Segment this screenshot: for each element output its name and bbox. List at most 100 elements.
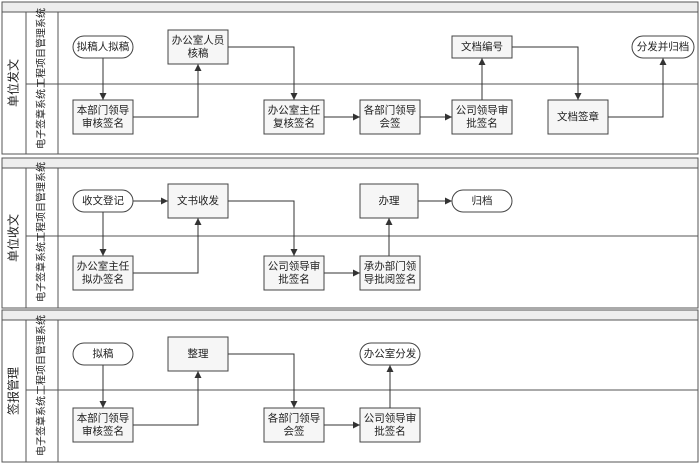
- process-box: [167, 336, 229, 372]
- process-box: [263, 255, 325, 291]
- process-box: [547, 99, 609, 135]
- node-label: 分发并归档: [637, 40, 690, 53]
- node-label: 批签名: [374, 425, 406, 438]
- process-box: [359, 255, 421, 291]
- lane-label: 工程项目管理系统: [35, 162, 48, 242]
- flow-arrow: [512, 46, 582, 100]
- terminal-shape: [72, 35, 134, 59]
- process-box: [451, 35, 513, 59]
- terminal-node: 拟稿人拟稿: [72, 35, 134, 59]
- node-label: 文书收发: [177, 194, 219, 207]
- node-label: 收文登记: [82, 194, 124, 207]
- pool-frame: [1, 319, 699, 463]
- node-label: 公司领导审: [268, 260, 321, 273]
- node-label: 批签名: [466, 117, 498, 130]
- process-box: [359, 407, 421, 443]
- process-box: [451, 99, 513, 135]
- node-label: 承办部门领: [364, 260, 417, 273]
- process-box: [167, 183, 229, 219]
- flow-arrow: [133, 371, 202, 426]
- node-label: 拟办签名: [82, 273, 124, 286]
- flow-arrow: [608, 58, 667, 118]
- terminal-node: 归档: [451, 189, 513, 213]
- process-node: 文书收发: [167, 183, 229, 219]
- node-label: 审核签名: [82, 425, 124, 438]
- terminal-node: 分发并归档: [631, 35, 695, 59]
- lane-label: 电子签章系统: [35, 396, 48, 456]
- flow-arrow: [228, 200, 298, 256]
- flow-arrow: [133, 64, 202, 118]
- node-label: 办公室分发: [364, 347, 417, 360]
- node-label: 拟稿: [93, 347, 114, 360]
- flow-arrow: [228, 353, 298, 408]
- terminal-shape: [72, 342, 134, 366]
- node-label: 整理: [188, 347, 209, 360]
- node-label: 拟稿人拟稿: [77, 40, 130, 53]
- node-label: 核稿: [188, 47, 209, 60]
- process-box: [263, 407, 325, 443]
- node-label: 文档编号: [461, 40, 503, 53]
- process-box: [263, 99, 325, 135]
- process-box: [359, 183, 419, 219]
- node-label: 审核签名: [82, 117, 124, 130]
- terminal-shape: [451, 189, 513, 213]
- lane-label: 电子签章系统: [35, 242, 48, 302]
- flow-arrow: [228, 46, 298, 100]
- terminal-shape: [72, 189, 134, 213]
- node-label: 办理: [379, 194, 400, 207]
- node-label: 会签: [284, 425, 305, 438]
- lane-label: 工程项目管理系统: [35, 8, 48, 88]
- process-box: [72, 407, 134, 443]
- pool-header-band: [1, 309, 699, 321]
- process-node: 文档编号: [451, 35, 513, 59]
- node-label: 会签: [380, 117, 401, 130]
- node-label: 批签名: [278, 273, 310, 286]
- terminal-node: 办公室分发: [359, 342, 421, 366]
- lane-label: 工程项目管理系统: [35, 315, 48, 395]
- node-label: 办公室人员: [172, 34, 225, 47]
- pool-title: 签报管理: [6, 367, 21, 415]
- pool-title: 单位收文: [6, 214, 21, 262]
- pool-frame: [1, 167, 699, 309]
- node-label: 公司领导审: [364, 412, 417, 425]
- process-box: [359, 99, 421, 135]
- pool-title: 单位发文: [6, 59, 21, 107]
- process-node: 文档签章: [547, 99, 609, 135]
- node-label: 本部门领导: [77, 104, 130, 117]
- pool-frame: [1, 11, 699, 155]
- node-label: 复核签名: [273, 117, 315, 130]
- terminal-node: 拟稿: [72, 342, 134, 366]
- process-box: [72, 255, 134, 291]
- node-label: 公司领导审: [456, 104, 509, 117]
- node-label: 办公室主任: [268, 104, 321, 117]
- pool-header-band: [1, 1, 699, 13]
- node-label: 各部门领导: [364, 104, 417, 117]
- node-label: 办公室主任: [77, 260, 130, 273]
- node-label: 文档签章: [557, 110, 599, 123]
- terminal-node: 收文登记: [72, 189, 134, 213]
- process-node: 办理: [359, 183, 419, 219]
- node-label: 本部门领导: [77, 412, 130, 425]
- terminal-shape: [631, 35, 695, 59]
- pool-header-band: [1, 157, 699, 169]
- node-label: 导批阅签名: [364, 273, 417, 286]
- terminal-shape: [359, 342, 421, 366]
- node-label: 归档: [472, 194, 493, 207]
- process-box: [167, 29, 229, 65]
- node-label: 各部门领导: [268, 412, 321, 425]
- lane-label: 电子签章系统: [35, 89, 48, 149]
- flow-arrow: [133, 218, 202, 274]
